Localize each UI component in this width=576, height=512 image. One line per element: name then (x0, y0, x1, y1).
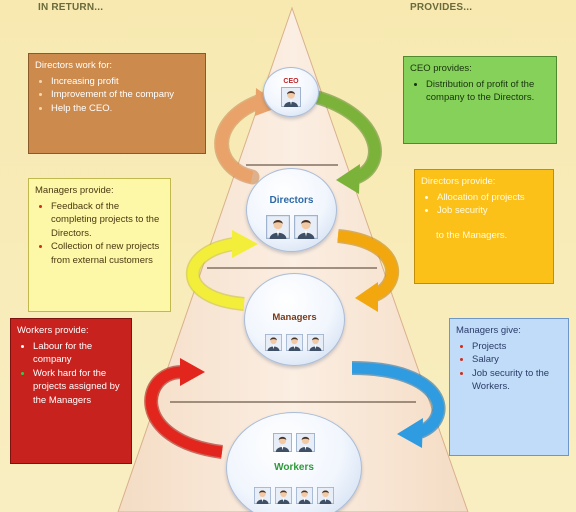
level-label: Directors (269, 195, 314, 206)
person-icon (317, 487, 334, 504)
level-directors-circle: Directors (246, 168, 337, 252)
list-item: Work hard for the projects assigned by t… (33, 367, 125, 408)
level-ceo-circle: CEO (263, 67, 319, 117)
box-directors-provide: Directors provide: Allocation of project… (414, 169, 554, 284)
list-item: Distribution of profit of the company to… (426, 78, 550, 105)
arrow-ceo-right (313, 90, 382, 194)
box-title: Directors provide: (421, 176, 496, 187)
people-group (227, 433, 361, 452)
person-icon (286, 334, 303, 351)
person-icon (273, 433, 292, 452)
box-managers-provide: Managers provide: Feedback of the comple… (28, 178, 171, 312)
people-group (227, 487, 361, 504)
box-title: Workers provide: (17, 325, 89, 336)
list-item: Salary (472, 353, 562, 367)
box-list: Allocation of projects Job security (421, 191, 547, 218)
list-item: Help the CEO. (51, 102, 199, 116)
people-group (264, 87, 318, 107)
level-workers-circle: Workers (226, 412, 362, 512)
level-label: CEO (283, 78, 299, 85)
list-item: Feedback of the completing projects to t… (51, 200, 164, 241)
box-list: Increasing profit Improvement of the com… (35, 75, 199, 116)
person-icon (296, 433, 315, 452)
list-item: Job security (437, 204, 547, 218)
box-title: CEO provides: (410, 63, 472, 74)
person-icon (265, 215, 290, 239)
list-item: Labour for the company (33, 340, 125, 367)
list-item: Projects (472, 340, 562, 354)
person-icon (265, 334, 282, 351)
arrow-directors-left (185, 230, 258, 311)
people-group (245, 334, 344, 351)
list-item: Allocation of projects (437, 191, 547, 205)
list-item: Job security to the Workers. (472, 367, 562, 394)
box-title: Managers give: (456, 325, 521, 336)
person-icon (275, 487, 292, 504)
box-title: Directors work for: (35, 60, 113, 71)
arrow-managers-left (144, 358, 223, 459)
box-list: Feedback of the completing projects to t… (35, 200, 164, 268)
list-item: Collection of new projects from external… (51, 240, 164, 267)
box-list: Projects Salary Job security to the Work… (456, 340, 562, 394)
box-workers-provide: Workers provide: Labour for the company … (10, 318, 132, 464)
box-title: Managers provide: (35, 185, 114, 196)
person-icon (281, 87, 301, 107)
header-in-return: IN RETURN... (38, 2, 104, 13)
person-icon (293, 215, 318, 239)
box-list: Labour for the company Work hard for the… (17, 340, 125, 408)
box-directors-work: Directors work for: Increasing profit Im… (28, 53, 206, 154)
person-icon (307, 334, 324, 351)
box-list: Distribution of profit of the company to… (410, 78, 550, 105)
arrow-directors-right (337, 229, 399, 312)
box-note: to the Managers. (436, 229, 508, 241)
level-label: Workers (274, 462, 314, 473)
header-provides: PROVIDES... (410, 2, 473, 13)
person-icon (296, 487, 313, 504)
person-icon (254, 487, 271, 504)
level-managers-circle: Managers (244, 273, 345, 366)
people-group (247, 215, 336, 239)
box-ceo-provides: CEO provides: Distribution of profit of … (403, 56, 557, 144)
arrow-managers-right (351, 361, 446, 448)
level-label: Managers (272, 312, 317, 323)
box-managers-give: Managers give: Projects Salary Job secur… (449, 318, 569, 456)
list-item: Improvement of the company (51, 88, 199, 102)
list-item: Increasing profit (51, 75, 199, 89)
